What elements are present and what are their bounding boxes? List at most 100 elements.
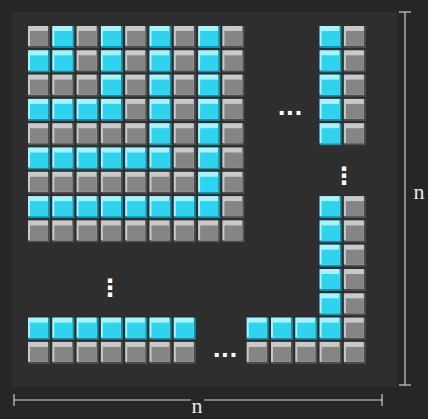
cyan-cube	[77, 148, 97, 168]
gray-cube	[346, 274, 364, 289]
cyan-cube	[103, 80, 121, 95]
cyan-cube	[320, 50, 340, 70]
cyan-cube	[103, 201, 121, 216]
cyan-cube	[101, 318, 121, 338]
cyan-cube	[103, 153, 121, 168]
gray-cube	[174, 172, 196, 194]
gray-cube	[125, 99, 145, 119]
cyan-cube	[52, 196, 74, 218]
gray-cube	[174, 50, 194, 70]
gray-cube	[79, 177, 97, 192]
gray-cube	[77, 172, 99, 194]
gray-cube	[344, 293, 364, 313]
gray-cube	[344, 99, 366, 121]
gray-cube	[125, 172, 147, 194]
dimension-label: n	[191, 395, 204, 417]
cyan-cube	[152, 31, 170, 46]
gray-cube	[152, 177, 170, 192]
gray-cube	[103, 225, 121, 240]
gray-cube	[222, 172, 242, 192]
gray-cube	[127, 55, 145, 70]
gray-cube	[344, 293, 366, 315]
gray-cube	[346, 347, 364, 362]
cyan-cube	[295, 318, 315, 338]
cyan-cube	[30, 104, 48, 119]
gray-cube	[79, 80, 97, 95]
gray-cube	[125, 172, 145, 192]
gray-cube	[344, 75, 366, 97]
gray-cube	[344, 26, 366, 48]
gray-cube	[77, 50, 99, 72]
gray-cube	[125, 342, 145, 362]
gray-cube	[174, 26, 194, 46]
gray-cube	[30, 128, 48, 143]
cyan-cube	[125, 196, 145, 216]
gray-cube	[247, 342, 269, 364]
cyan-cube	[176, 201, 194, 216]
gray-cube	[344, 269, 364, 289]
gray-cube	[77, 220, 97, 240]
gray-cube	[174, 75, 194, 95]
cyan-cube	[198, 50, 220, 72]
gray-cube	[346, 31, 364, 46]
gray-cube	[224, 153, 242, 168]
cyan-cube	[198, 99, 218, 119]
gray-cube	[150, 220, 170, 240]
cyan-cube	[150, 50, 172, 72]
gray-cube	[346, 323, 364, 338]
cyan-cube	[322, 55, 340, 70]
cyan-cube	[101, 26, 123, 48]
cyan-cube	[103, 55, 121, 70]
gray-cube	[174, 123, 196, 145]
gray-cube	[125, 75, 145, 95]
cyan-cube	[320, 99, 340, 119]
gray-cube	[77, 75, 99, 97]
gray-cube	[176, 31, 194, 46]
cyan-cube	[198, 172, 218, 192]
cyan-cube	[103, 323, 121, 338]
gray-cube	[295, 342, 315, 362]
gray-cube	[344, 342, 364, 362]
cyan-cube	[200, 104, 218, 119]
gray-cube	[77, 123, 97, 143]
cyan-cube	[271, 318, 293, 340]
cyan-cube	[320, 123, 342, 145]
cyan-cube	[150, 123, 170, 143]
gray-cube	[273, 347, 291, 362]
cyan-cube	[176, 323, 194, 338]
cyan-cube	[322, 128, 340, 143]
gray-cube	[150, 172, 170, 192]
cyan-cube	[320, 75, 342, 97]
gray-cube	[79, 128, 97, 143]
gray-cube	[174, 172, 194, 192]
cyan-cube	[200, 55, 218, 70]
cyan-cube	[198, 26, 220, 48]
cyan-cube	[125, 318, 147, 340]
cyan-cube	[79, 201, 97, 216]
cyan-cube	[52, 318, 74, 340]
cyan-cube	[152, 201, 170, 216]
cyan-cube	[322, 201, 340, 216]
cyan-cube	[30, 153, 48, 168]
cyan-cube	[322, 250, 340, 265]
gray-cube	[222, 75, 244, 97]
cyan-cube	[28, 148, 48, 168]
gray-cube	[77, 26, 99, 48]
dimension-lines	[14, 12, 411, 406]
cyan-cube	[77, 148, 99, 170]
cyan-cube	[150, 196, 170, 216]
cube-cells	[28, 26, 366, 364]
cyan-cube	[198, 148, 220, 170]
cyan-cube	[77, 196, 97, 216]
gray-cube	[224, 104, 242, 119]
gray-cube	[198, 220, 220, 242]
cyan-cube	[320, 26, 340, 46]
cyan-cube	[322, 31, 340, 46]
cyan-cube	[54, 153, 72, 168]
cyan-cube	[150, 26, 170, 46]
gray-cube	[346, 225, 364, 240]
cyan-cube	[52, 148, 74, 170]
cyan-cube	[79, 104, 97, 119]
cyan-cube	[52, 50, 72, 70]
gray-cube	[346, 128, 364, 143]
